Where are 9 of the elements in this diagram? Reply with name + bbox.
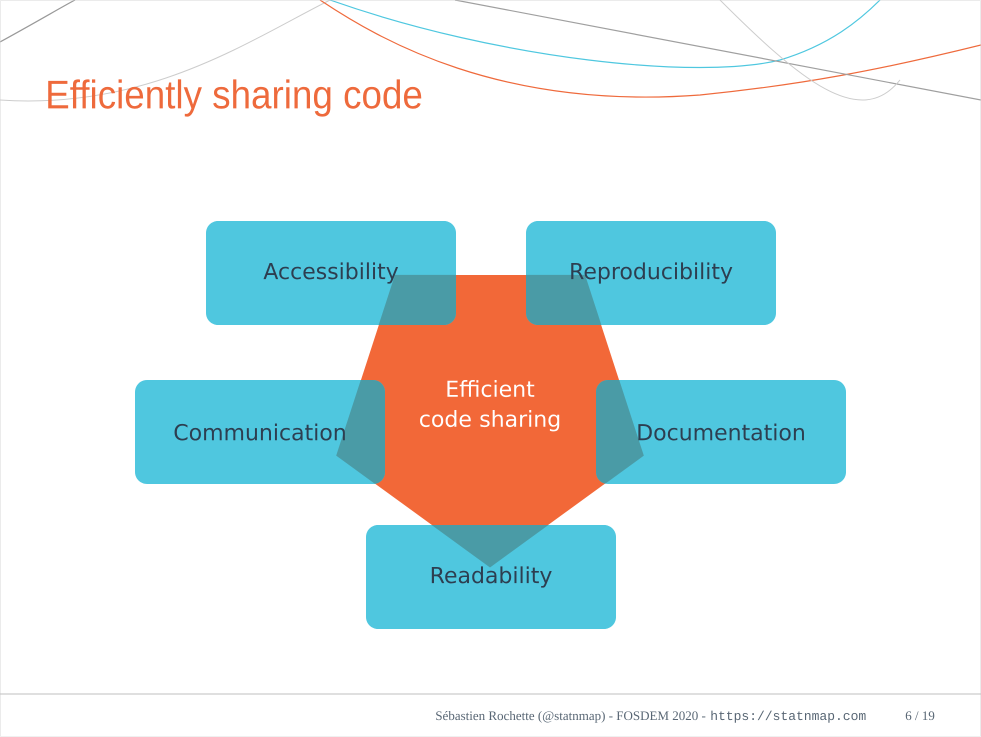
rounded-box: Accessibility [206, 221, 456, 325]
page-number: 6 / 19 [906, 711, 934, 720]
rounded-box: Readability [366, 525, 616, 629]
footer-link: https://statnmap.com [711, 710, 866, 723]
rounded-box: Reproducibility [526, 221, 776, 325]
footer-text: Sébastien Rochette (@statnmap) - FOSDEM 2020 - [436, 710, 706, 723]
slide-title: Efficiently sharing code [48, 79, 422, 117]
rounded-box: Documentation [596, 380, 846, 484]
rounded-box: Communication [135, 380, 385, 484]
